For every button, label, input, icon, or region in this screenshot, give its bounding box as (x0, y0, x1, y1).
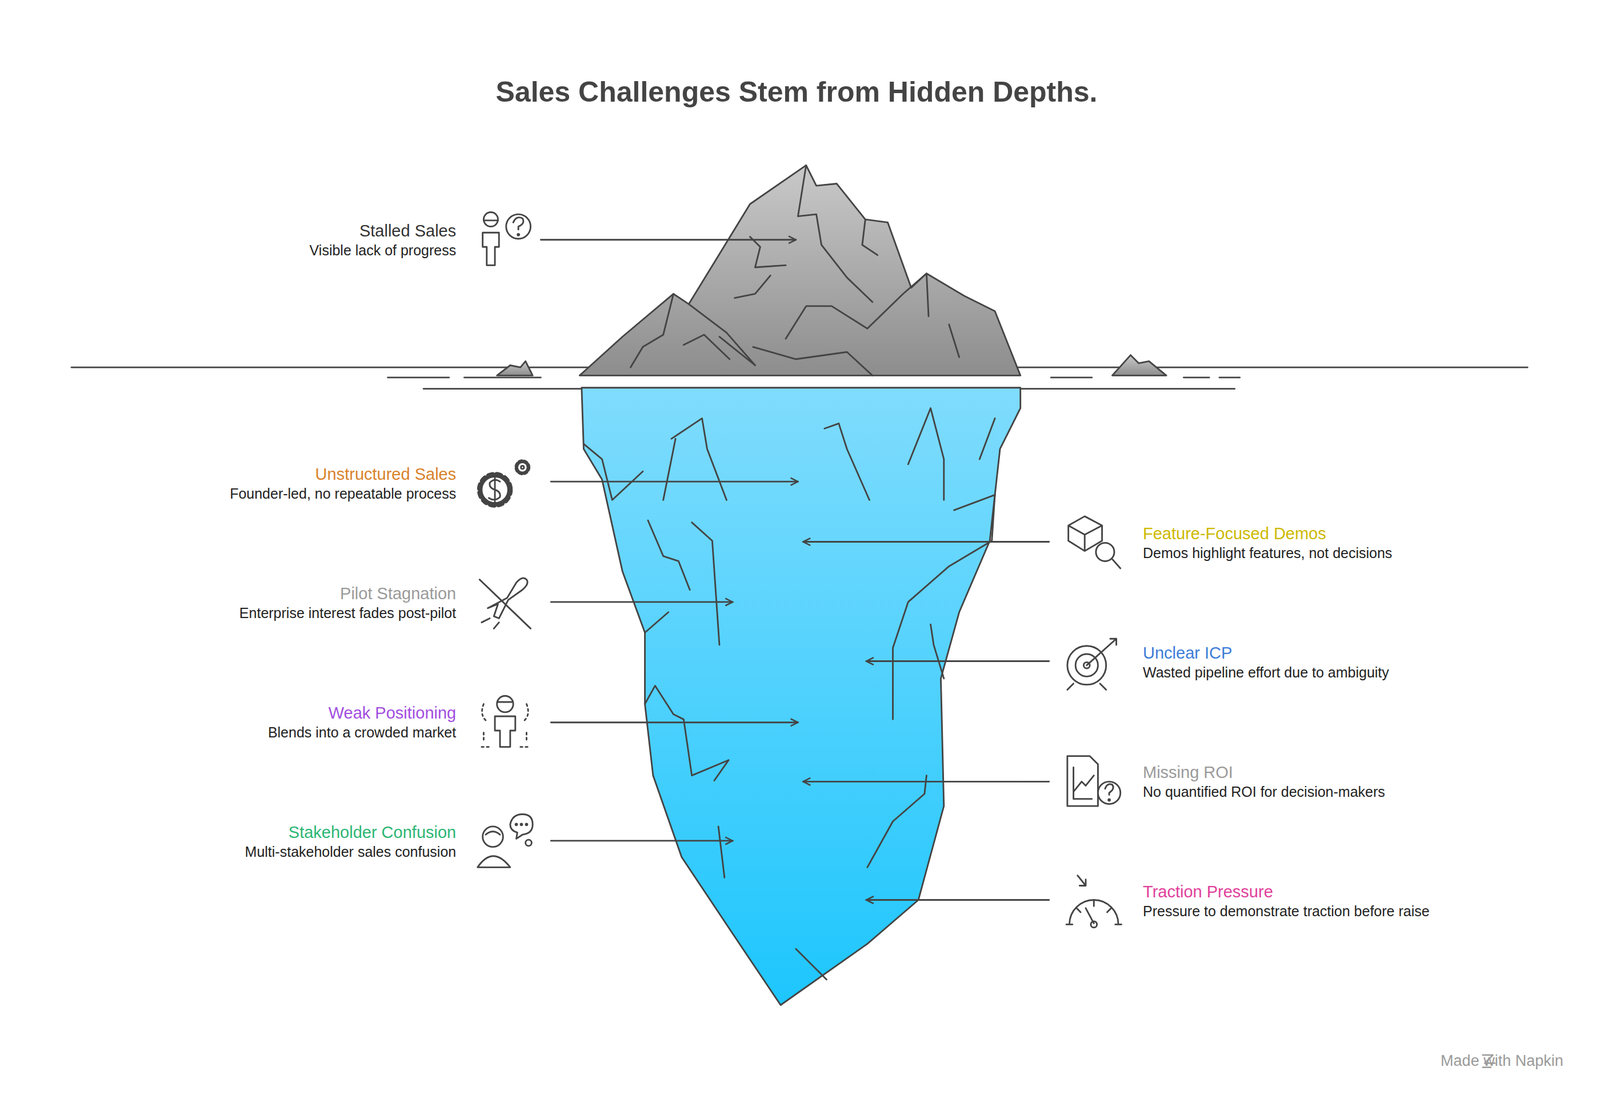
challenge-heading: Unclear ICP (1142, 642, 1232, 663)
challenge-heading: Pilot Stagnation (340, 584, 456, 604)
challenge-description: Visible lack of progress (309, 241, 457, 259)
diagram-title: Sales Challenges Stem from Hidden Depths… (0, 74, 1597, 110)
challenge-heading: Stakeholder Confusion (288, 822, 456, 843)
challenge-description: No quantified ROI for decision-makers (1142, 783, 1386, 801)
challenge-heading: Unstructured Sales (315, 464, 457, 485)
challenge-description: Enterprise interest fades post-pilot (239, 604, 456, 622)
challenge-heading: Missing ROI (1142, 762, 1234, 783)
challenge-heading: Stalled Sales (359, 220, 456, 241)
watermark: Made with Napkin (1440, 1052, 1564, 1071)
challenge-heading: Feature-Focused Demos (1142, 524, 1327, 544)
challenge-heading: Weak Positioning (328, 703, 457, 724)
challenge-description: Multi-stakeholder sales confusion (245, 843, 457, 861)
challenge-heading: Traction Pressure (1142, 881, 1274, 902)
challenge-description: Pressure to demonstrate traction before … (1142, 902, 1430, 920)
challenge-description: Wasted pipeline effort due to ambiguity (1142, 664, 1390, 682)
challenge-description: Blends into a crowded market (268, 724, 456, 742)
challenge-description: Founder-led, no repeatable process (229, 485, 456, 503)
challenge-description: Demos highlight features, not decisions (1142, 544, 1392, 562)
